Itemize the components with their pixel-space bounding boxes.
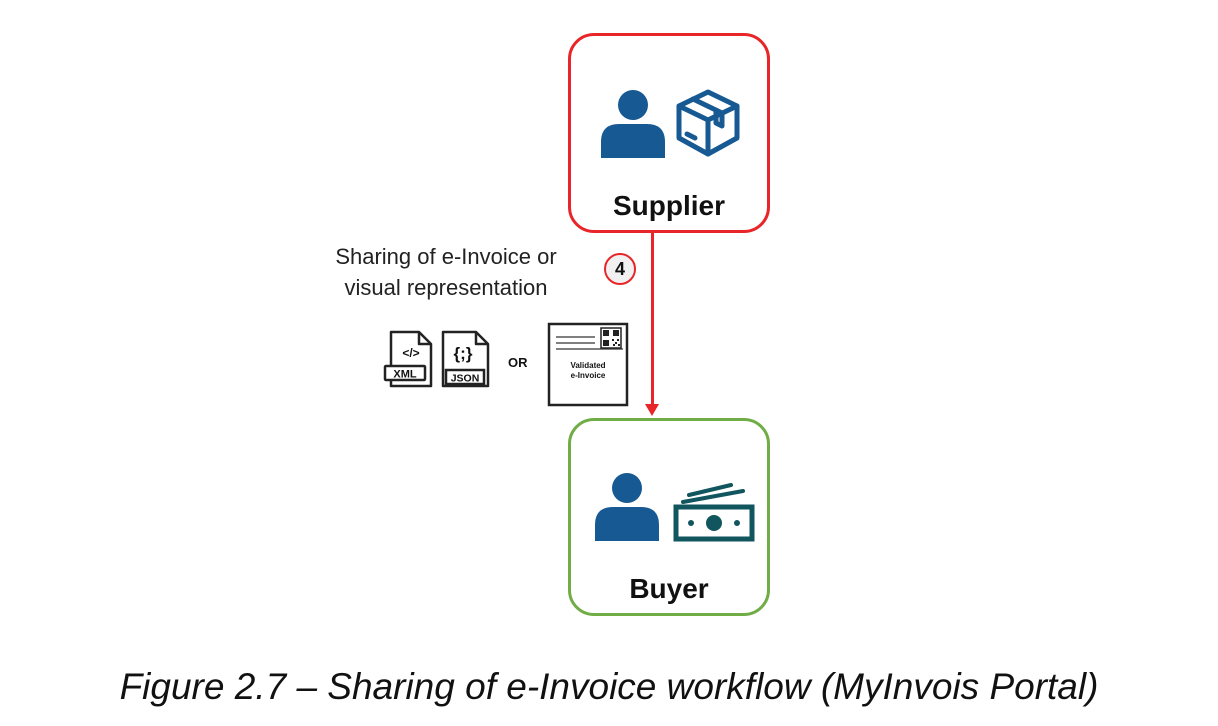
svg-text:JSON: JSON [451,373,480,385]
or-label: OR [508,355,528,370]
package-icon [676,89,740,157]
buyer-label: Buyer [629,573,709,604]
flow-arrow-head [645,404,659,416]
person-icon [601,90,665,158]
figure-caption: Figure 2.7 – Sharing of e-Invoice workfl… [119,666,1099,707]
step-number-badge: 4 [604,253,636,285]
supplier-label: Supplier [612,190,725,221]
step-description-line2: visual representation [344,275,548,300]
flow-arrow-line [651,233,654,408]
buyer-node: Buyer [568,418,770,616]
cash-icon [673,483,755,542]
svg-text:{;}: {;} [454,344,473,363]
svg-text:XML: XML [393,369,417,381]
step-description-line1: Sharing of e-Invoice or [335,244,557,269]
json-file-icon: {;} JSON [441,330,490,388]
xml-file-icon: </> XML [383,330,433,388]
supplier-node: Supplier [568,33,770,233]
validated-einvoice-document-icon: Validated e-Invoice [547,322,629,407]
person-icon [595,473,659,541]
qr-code-icon [600,327,622,349]
svg-text:Validated: Validated [570,361,605,370]
svg-text:</>: </> [402,346,419,360]
svg-text:e-Invoice: e-Invoice [571,371,606,380]
